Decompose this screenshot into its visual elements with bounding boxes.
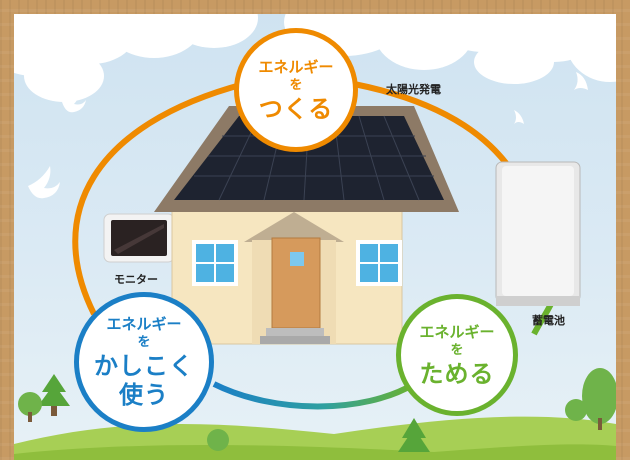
use-energy-circle: エネルギー を かしこく 使う [74, 292, 214, 432]
tree-icon [18, 392, 42, 422]
store-line2: を [450, 342, 464, 358]
solar-label: 太陽光発電 [386, 83, 441, 96]
use-line3: かしこく [94, 352, 194, 380]
illustration-panel: 太陽光発電 モニター 蓄電池 エネルギー を つくる エネルギー を ためる エ… [14, 14, 616, 460]
store-energy-circle: エネルギー を ためる [396, 294, 518, 416]
bird-icon [514, 110, 524, 124]
window-right [356, 240, 402, 286]
create-line3: つくる [258, 94, 334, 123]
battery-label: 蓄電池 [532, 314, 565, 327]
battery-icon [495, 161, 581, 306]
house-illustration [154, 106, 459, 345]
store-line3: ためる [419, 359, 495, 388]
store-line1: エネルギー [419, 322, 495, 341]
create-line1: エネルギー [258, 57, 334, 76]
window-left [192, 240, 238, 286]
bird-icon [62, 88, 86, 113]
use-line4: 使う [119, 381, 169, 409]
monitor-icon [103, 213, 175, 263]
create-line2: を [289, 77, 303, 93]
tree-icon [207, 429, 229, 451]
create-energy-circle: エネルギー を つくる [234, 28, 358, 152]
tree-icon [565, 399, 587, 421]
hill-front [14, 444, 616, 460]
bird-icon [28, 166, 60, 199]
cloud-left [14, 14, 258, 102]
blue-green-cycle-arc [212, 381, 416, 410]
use-line2: を [137, 335, 151, 350]
tree-icon [582, 368, 616, 430]
bird-icon [574, 72, 588, 90]
monitor-label: モニター [114, 273, 158, 286]
tree-icon [38, 374, 70, 416]
orange-cycle-arc [72, 81, 245, 316]
use-line1: エネルギー [106, 315, 182, 333]
tree-icon [398, 418, 430, 452]
